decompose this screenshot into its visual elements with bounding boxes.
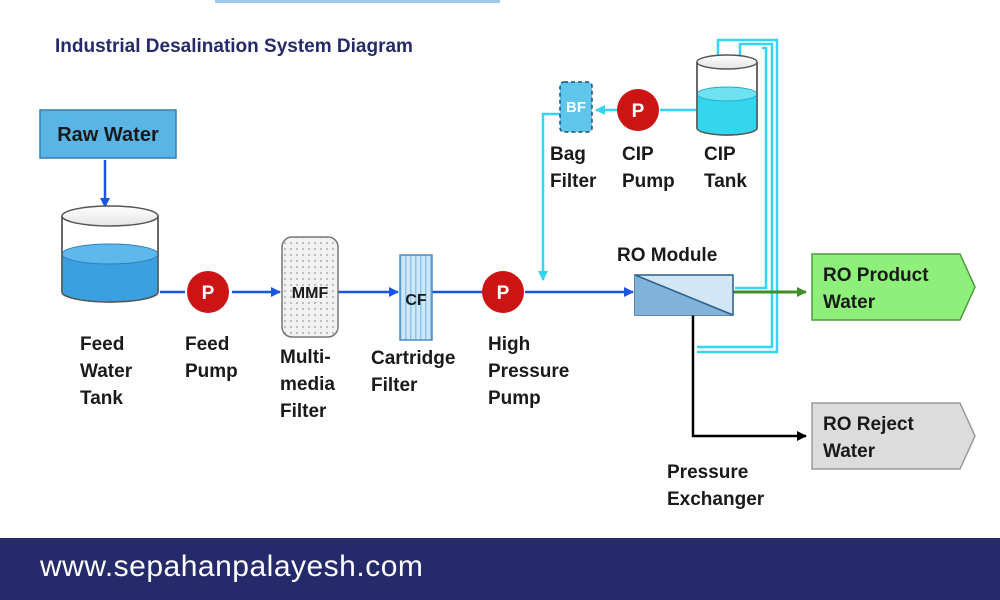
cip-pump-label: CIP Pump: [622, 144, 675, 192]
svg-text:RO Product Water: RO Product Water: [823, 265, 934, 313]
top-accent-strip: [215, 0, 500, 3]
raw-water-label: Raw Water: [57, 124, 159, 146]
feed-water-tank: [61, 205, 159, 303]
footer-website-url: www.sepahanpalayesh.com: [40, 550, 424, 583]
high-pressure-pump-label: High Pressure Pump: [488, 334, 575, 409]
cartridge-filter-label: Cartridge Filter: [371, 348, 461, 396]
multimedia-filter-label: Multi- media Filter: [280, 347, 340, 422]
hp-pump-symbol: P: [497, 283, 510, 304]
feed-pump: P: [187, 271, 229, 313]
high-pressure-pump: P: [482, 271, 524, 313]
feed-water-tank-label: Feed Water Tank: [80, 334, 137, 409]
mmf-symbol: MMF: [292, 285, 329, 302]
cartridge-filter: CF: [399, 254, 433, 341]
cip-loop-lines: [538, 38, 779, 354]
bf-symbol: BF: [566, 99, 586, 116]
feed-pump-label: Feed Pump: [185, 334, 238, 382]
desalination-diagram: Industrial Desalination System Diagram R…: [39, 0, 976, 510]
pressure-exchanger-label: Pressure Exchanger: [667, 462, 765, 510]
raw-water-box: Raw Water: [39, 109, 177, 159]
cip-tank: [696, 54, 758, 136]
ro-reject-water-box: RO Reject Water: [811, 402, 976, 470]
cip-pump: P: [617, 89, 659, 131]
ro-module: [634, 274, 734, 316]
bag-filter: BF: [559, 81, 593, 133]
diagram-title: Industrial Desalination System Diagram: [55, 36, 413, 57]
ro-product-water-box: RO Product Water: [811, 253, 976, 321]
cf-symbol: CF: [405, 292, 427, 309]
cip-tank-label: CIP Tank: [704, 144, 747, 192]
main-flow-lines: [100, 160, 634, 297]
feed-pump-symbol: P: [202, 283, 215, 304]
ro-module-label: RO Module: [617, 245, 717, 266]
cip-pump-symbol: P: [632, 101, 645, 122]
svg-text:RO Reject Water: RO Reject Water: [823, 414, 919, 462]
reject-line: [691, 315, 807, 441]
multimedia-filter: MMF: [281, 236, 339, 338]
footer-bar: www.sepahanpalayesh.com: [0, 538, 1000, 600]
bag-filter-label: Bag Filter: [550, 144, 597, 192]
